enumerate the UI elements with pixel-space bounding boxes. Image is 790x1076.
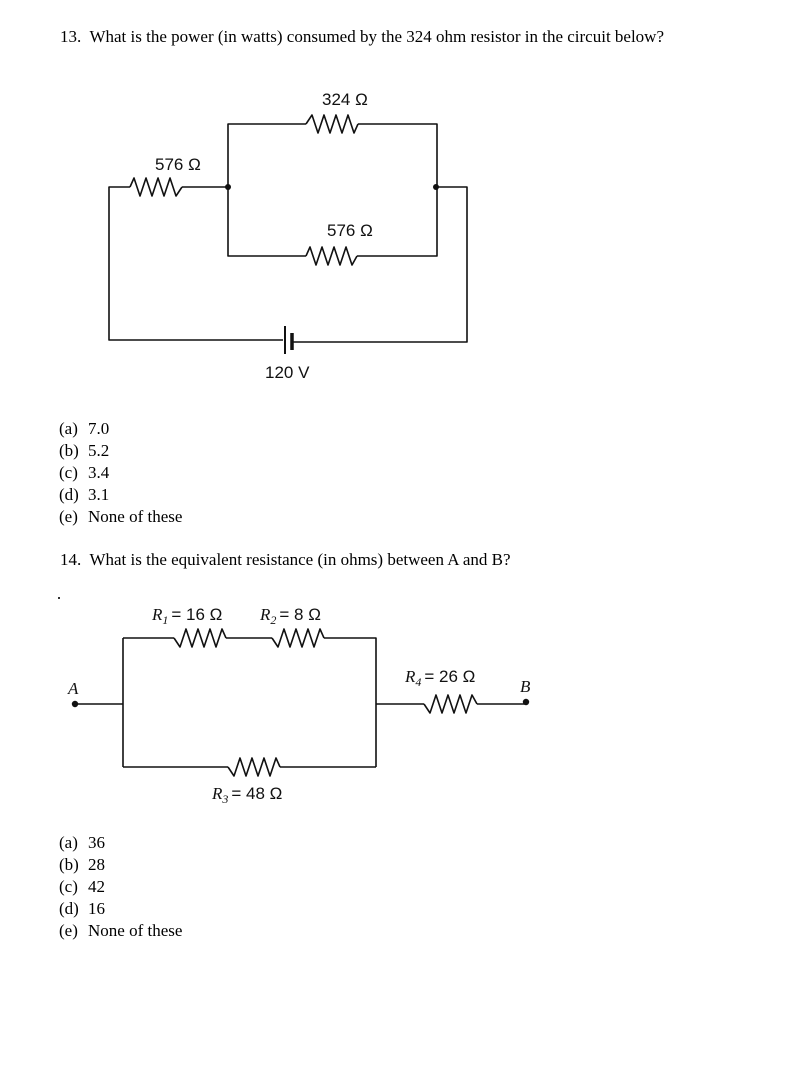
choice-letter: (d) <box>59 899 79 918</box>
choice-text: None of these <box>88 507 183 526</box>
choice-13-a[interactable]: (a) 7.0 <box>59 418 182 440</box>
resistor-576-bottom-label: 576 Ω <box>327 221 373 240</box>
question-14-choices: (a) 36 (b) 28 (c) 42 (d) 16 (e) None of these <box>59 832 182 942</box>
choice-letter: (b) <box>59 855 79 874</box>
choice-letter: (e) <box>59 921 78 940</box>
choice-14-a[interactable]: (a) 36 <box>59 832 182 854</box>
choice-14-d[interactable]: (d) 16 <box>59 898 182 920</box>
choice-text: None of these <box>88 921 183 940</box>
choice-13-e[interactable]: (e) None of these <box>59 506 182 528</box>
choice-14-e[interactable]: (e) None of these <box>59 920 182 942</box>
terminal-b-dot <box>522 698 530 706</box>
r4-sub: 4 <box>415 675 421 689</box>
choice-letter: (d) <box>59 485 79 504</box>
r2-sub: 2 <box>270 613 276 627</box>
r1-value: = 16 Ω <box>171 605 222 624</box>
choice-letter: (c) <box>59 463 78 482</box>
question-13-number: 13. <box>60 27 82 46</box>
resistor-576-bottom-symbol <box>305 246 358 266</box>
circuit-13-wire-bottom <box>227 187 306 257</box>
resistor-r4-label: R4= 26 Ω <box>404 667 475 689</box>
choice-text: 3.1 <box>88 485 110 504</box>
choice-letter: (e) <box>59 507 78 526</box>
r3-symbol: R <box>211 784 223 803</box>
choice-letter: (b) <box>59 441 79 460</box>
battery-label: 120 V <box>265 363 310 382</box>
junction-dot-left <box>225 184 231 190</box>
junction-dot-right <box>433 184 439 190</box>
choice-text: 5.2 <box>88 441 110 460</box>
question-14-prompt: What is the equivalent resistance (in oh… <box>89 550 511 569</box>
choice-letter: (a) <box>59 833 78 852</box>
resistor-r2-label: R2= 8 Ω <box>259 605 321 627</box>
choice-text: 7.0 <box>88 419 110 438</box>
choice-letter: (c) <box>59 877 78 896</box>
circuit-13-wire-right <box>293 186 468 343</box>
r2-value: = 8 Ω <box>279 605 321 624</box>
resistor-576-left-symbol <box>129 177 183 197</box>
choice-text: 28 <box>88 855 105 874</box>
terminal-a-label: A <box>67 679 79 698</box>
choice-text: 36 <box>88 833 105 852</box>
choice-text: 42 <box>88 877 105 896</box>
question-14-number: 14. <box>60 550 82 569</box>
resistor-r1-symbol <box>173 628 227 648</box>
terminal-b-label: B <box>520 677 531 696</box>
resistor-324-symbol <box>305 114 359 134</box>
question-14-text: 14. What is the equivalent resistance (i… <box>60 550 511 570</box>
r3-value: = 48 Ω <box>231 784 282 803</box>
resistor-r1-label: R1= 16 Ω <box>151 605 222 627</box>
r3-sub: 3 <box>221 792 228 806</box>
battery-symbol <box>284 326 294 354</box>
choice-13-d[interactable]: (d) 3.1 <box>59 484 182 506</box>
r1-sub: 1 <box>162 613 168 627</box>
terminal-a-dot <box>71 700 79 708</box>
circuit-13-diagram: 324 Ω 576 Ω 576 Ω 120 V <box>108 90 468 382</box>
resistor-r2-symbol <box>271 628 325 648</box>
resistor-r3-label: R3= 48 Ω <box>211 784 282 806</box>
circuit-14-wire-top-end <box>324 637 377 767</box>
choice-13-c[interactable]: (c) 3.4 <box>59 462 182 484</box>
question-13-prompt: What is the power (in watts) consumed by… <box>89 27 665 46</box>
question-13-text: 13. What is the power (in watts) consume… <box>60 27 664 47</box>
resistor-324-label: 324 Ω <box>322 90 368 109</box>
stray-mark <box>58 597 60 599</box>
resistor-576-left-label: 576 Ω <box>155 155 201 174</box>
choice-letter: (a) <box>59 419 78 438</box>
r2-symbol: R <box>259 605 271 624</box>
circuit-13-wire-top-right <box>357 123 438 257</box>
r4-symbol: R <box>404 667 416 686</box>
question-13-choices: (a) 7.0 (b) 5.2 (c) 3.4 (d) 3.1 (e) None of t… <box>59 418 182 528</box>
resistor-r3-symbol <box>227 757 281 777</box>
r4-value: = 26 Ω <box>424 667 475 686</box>
circuit-13-wire-top <box>227 123 306 187</box>
choice-text: 3.4 <box>88 463 110 482</box>
r1-symbol: R <box>151 605 163 624</box>
choice-text: 16 <box>88 899 105 918</box>
resistor-r4-symbol <box>423 694 478 714</box>
circuit-13-wire-left <box>108 186 283 341</box>
choice-14-b[interactable]: (b) 28 <box>59 854 182 876</box>
choice-13-b[interactable]: (b) 5.2 <box>59 440 182 462</box>
choice-14-c[interactable]: (c) 42 <box>59 876 182 898</box>
